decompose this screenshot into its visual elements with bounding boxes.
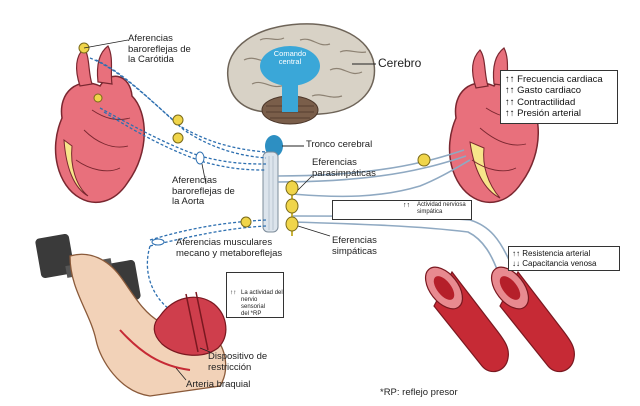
nerve-activity-box: ↑↑ Actividad nerviosa simpática bbox=[332, 200, 472, 220]
heart-response-item: ↑↑ Contractilidad bbox=[505, 96, 576, 108]
afferent-markers bbox=[78, 42, 252, 246]
parasympathetic-leader bbox=[297, 175, 313, 191]
restriction-leader bbox=[199, 347, 211, 353]
aorta-leader bbox=[201, 163, 207, 185]
sympathetic-chain bbox=[285, 180, 299, 236]
afferent-aorta-label: Aferencias baroreflejas de la Aorta bbox=[172, 175, 235, 208]
left-heart bbox=[54, 45, 145, 204]
up-arrow-icon: ↑↑ bbox=[505, 108, 515, 120]
down-arrow-icon: ↓↓ bbox=[512, 258, 520, 268]
command-center bbox=[260, 46, 320, 112]
parasympathetic-label: Eferencias parasimpáticas bbox=[312, 157, 376, 179]
up-arrow-icon: ↑↑ bbox=[230, 289, 237, 296]
up-arrow-icon: ↑↑ bbox=[505, 85, 515, 97]
brachial-artery-label: Arteria braquial bbox=[186, 379, 251, 390]
muscle-sensory-box: ↑↑ La actividad del nervio sensorial del… bbox=[226, 272, 284, 318]
vessel-response-item: ↓↓ Capacitancia venosa bbox=[512, 258, 597, 268]
up-arrow-icon: ↑↑ bbox=[403, 202, 410, 209]
brachial-leader bbox=[175, 367, 187, 381]
vessel-response-item: ↑↑ Resistencia arterial bbox=[512, 249, 591, 258]
brainstem bbox=[262, 135, 283, 233]
footnote: *RP: reflejo presor bbox=[380, 387, 458, 398]
parasympathetic-ganglion bbox=[417, 153, 431, 167]
up-arrow-icon: ↑↑ bbox=[505, 74, 515, 85]
muscle-sensory-label: La actividad del nervio sensorial del *R… bbox=[241, 290, 283, 317]
sympathetic-label: Eferencias simpáticas bbox=[332, 235, 377, 257]
blood-vessels bbox=[424, 266, 575, 373]
up-arrow-icon: ↑↑ bbox=[505, 96, 515, 108]
heart-response-item: ↑↑ Gasto cardiaco bbox=[505, 85, 582, 97]
heart-response-box: ↑↑ Frecuencia cardiaca ↑↑ Gasto cardiaco… bbox=[500, 70, 618, 124]
carotid-leader bbox=[83, 39, 129, 49]
sympathetic-leader bbox=[297, 225, 331, 237]
vessel-response-box: ↑↑ Resistencia arterial ↓↓ Capacitancia … bbox=[508, 246, 620, 272]
arm bbox=[69, 253, 227, 397]
restriction-device-label: Dispositivo de restricción bbox=[208, 351, 268, 373]
brainstem-label: Tronco cerebral bbox=[306, 139, 373, 150]
afferent-carotid-label: Aferencias baroreflejas de la Carótida bbox=[128, 33, 191, 66]
heart-response-item: ↑↑ Presión arterial bbox=[505, 108, 582, 120]
brain-label: Cerebro bbox=[378, 56, 422, 70]
afferent-muscle-label: Aferencias musculares mecano y metaboref… bbox=[176, 237, 283, 259]
up-arrow-icon: ↑↑ bbox=[512, 249, 520, 258]
nerve-activity-label: Actividad nerviosa simpática bbox=[417, 202, 466, 215]
heart-response-item: ↑↑ Frecuencia cardiaca bbox=[505, 74, 603, 85]
command-center-label: Comando central bbox=[273, 49, 307, 67]
